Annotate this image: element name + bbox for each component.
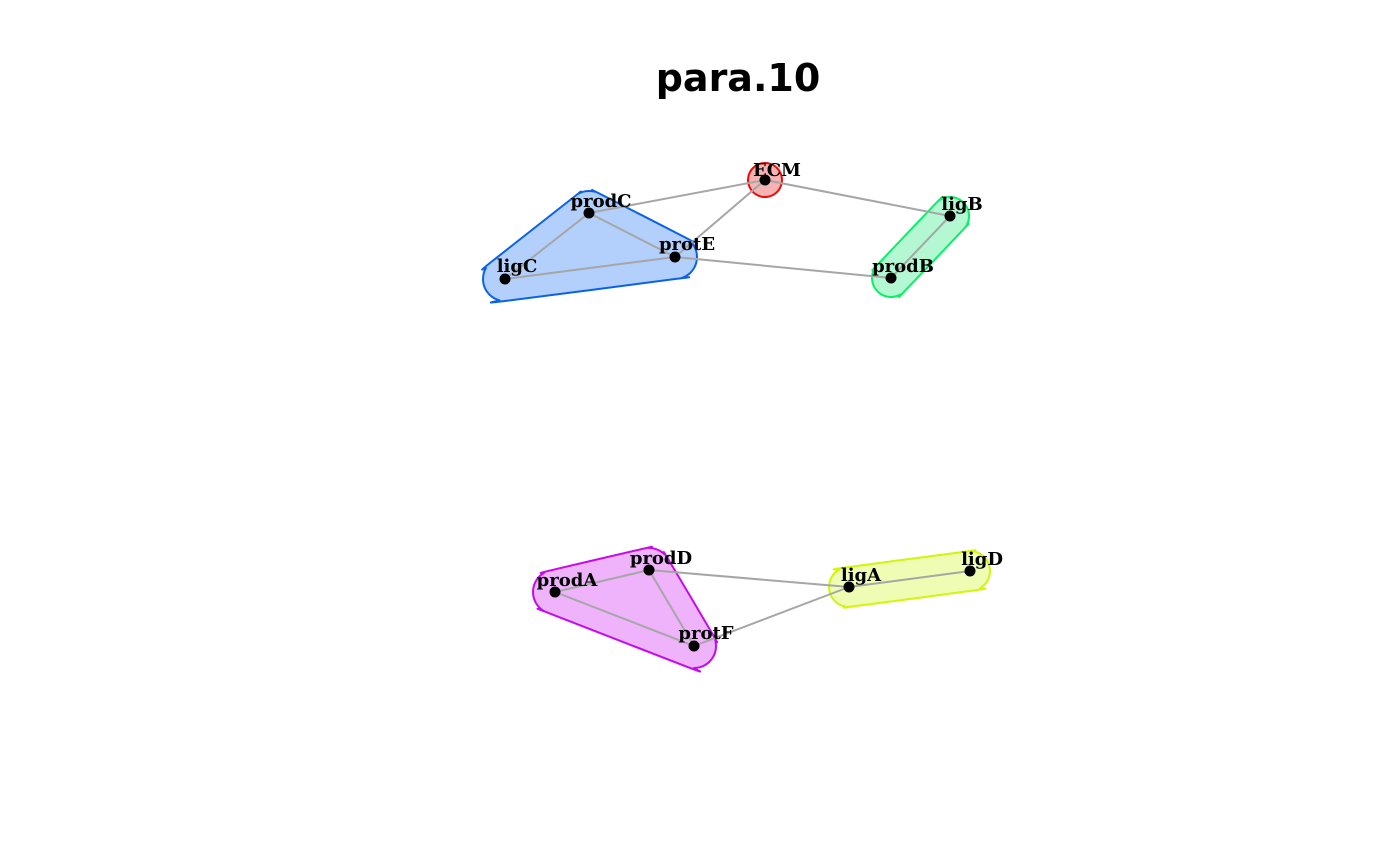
edge-prodA-protF: [554, 591, 695, 647]
edge-ECM-ligB: [764, 179, 951, 217]
node-label-ECM: ECM: [753, 160, 801, 181]
edge-prodC-ligC: [504, 212, 590, 280]
node-label-protE: protE: [659, 234, 715, 255]
edge-prodC-ECM: [588, 179, 766, 214]
edge-protE-prodB: [674, 256, 892, 279]
edge-prodD-protF: [648, 569, 695, 647]
edge-ligA-ligD: [848, 570, 971, 588]
node-ECM: [759, 174, 771, 186]
edge-prodC-protE: [588, 212, 676, 258]
edge-prodD-ligA: [648, 569, 850, 588]
node-label-protF: protF: [678, 623, 733, 644]
node-label-prodB: prodB: [872, 256, 934, 277]
edge-protF-ligA: [693, 586, 850, 647]
edge-protE-ECM: [674, 179, 766, 258]
graph-title: para.10: [655, 56, 821, 100]
edges-layer: [504, 179, 971, 647]
node-prodB: [885, 272, 897, 284]
nodes-layer: ECM prodC protE ligC ligB prodB prodD prodA prot…: [497, 160, 1003, 652]
node-label-prodC: prodC: [571, 191, 632, 212]
node-label-prodD: prodD: [630, 548, 692, 569]
node-label-ligD: ligD: [961, 549, 1003, 570]
node-ligC: [499, 273, 511, 285]
node-label-prodA: prodA: [537, 570, 599, 591]
node-prodC: [583, 207, 595, 219]
edge-ligB-prodB: [890, 215, 951, 279]
node-protF: [688, 640, 700, 652]
node-ligD: [964, 565, 976, 577]
edge-ligC-protE: [504, 256, 676, 280]
node-protE: [669, 251, 681, 263]
node-label-ligB: ligB: [941, 194, 982, 215]
group-magenta: [531, 545, 719, 673]
node-label-ligC: ligC: [497, 256, 538, 277]
node-label-ligA: ligA: [841, 565, 882, 586]
node-ligB: [944, 210, 956, 222]
node-ligA: [843, 581, 855, 593]
edge-prodA-prodD: [554, 569, 650, 593]
node-prodA: [549, 586, 561, 598]
node-prodD: [643, 564, 655, 576]
